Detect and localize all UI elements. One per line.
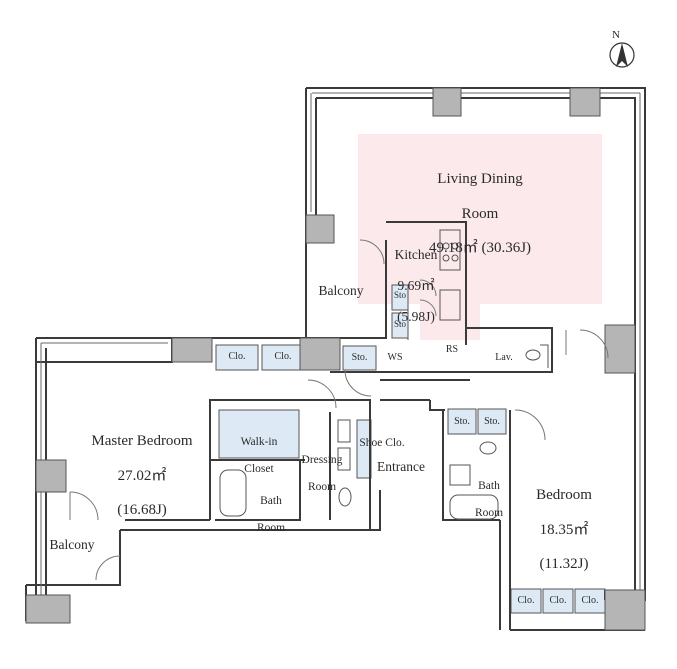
upper-balcony-label: Balcony: [318, 283, 364, 298]
shoe-closet-label: Shoe Clo.: [359, 437, 405, 449]
dressing-name: Dressing: [301, 454, 343, 467]
bath-left-name-2: Room: [256, 521, 286, 534]
bedroom-j: (11.32J): [539, 556, 589, 573]
bedroom-label: Bedroom 18.35㎡ (11.32J): [514, 470, 614, 591]
door-swings: [69, 239, 609, 581]
sto-tag-hall: Sto.: [351, 352, 368, 363]
walkin-name-2: Closet: [244, 462, 274, 475]
kitchen-name: Kitchen: [394, 246, 438, 262]
sto-tag-kitchen-1: Sto: [393, 290, 406, 300]
living-name-2: Room: [461, 205, 499, 222]
living-dining-label: Living Dining Room 49.18㎡ (30.36J): [390, 154, 570, 275]
kitchen-j: (5.98J): [397, 308, 435, 324]
clo-tag-bed-3: Clo.: [581, 595, 599, 606]
walkin-name: Walk-in: [240, 436, 278, 449]
bath-fixtures: [219, 344, 549, 520]
lower-balcony-label: Balcony: [49, 537, 95, 552]
clo-tag-1: Clo.: [228, 351, 246, 362]
sto-tag-bed-2: Sto.: [484, 416, 500, 427]
master-bedroom-label: Master Bedroom 27.02㎡ (16.68J): [72, 416, 212, 537]
master-j: (16.68J): [117, 502, 167, 519]
living-area: 49.18㎡ (30.36J): [428, 240, 532, 257]
bedroom-name: Bedroom: [536, 487, 592, 504]
bath-room-right-label: Bath Room: [466, 467, 512, 533]
walkin-closet-label: Walk-in Closet: [224, 423, 294, 489]
bath-room-left-label: Bath Room: [248, 482, 294, 548]
bedroom-area: 18.35㎡: [539, 521, 589, 538]
living-name: Living Dining: [437, 171, 523, 188]
lav-tag: Lav.: [495, 352, 513, 363]
master-area: 27.02㎡: [117, 467, 167, 484]
clo-tag-bed-1: Clo.: [517, 595, 535, 606]
bath-left-name: Bath: [260, 495, 282, 508]
rs-tag: RS: [445, 344, 459, 355]
clo-tag-2: Clo.: [274, 351, 292, 362]
sto-tag-bed-1: Sto.: [454, 416, 470, 427]
bath-right-name-2: Room: [474, 506, 504, 519]
dressing-room-label: Dressing Room: [299, 441, 345, 507]
kitchen-area: 9.69㎡: [397, 277, 435, 293]
compass-letter: N: [612, 29, 620, 41]
storage-fills: [215, 284, 606, 614]
compass-icon: [609, 42, 635, 68]
dressing-name-2: Room: [307, 480, 337, 493]
kitchen-counter: [407, 229, 461, 340]
sto-tag-kitchen-2: Sto: [393, 319, 406, 329]
pillars: [25, 87, 646, 631]
kitchen-label: Kitchen 9.69㎡ (5.98J): [386, 231, 446, 340]
clo-tag-bed-2: Clo.: [549, 595, 567, 606]
living-dining-highlight: [358, 134, 602, 304]
entrance-label: Entrance: [377, 459, 425, 474]
master-name: Master Bedroom: [91, 433, 193, 450]
bath-right-name: Bath: [478, 480, 500, 493]
ws-tag: WS: [387, 352, 403, 363]
